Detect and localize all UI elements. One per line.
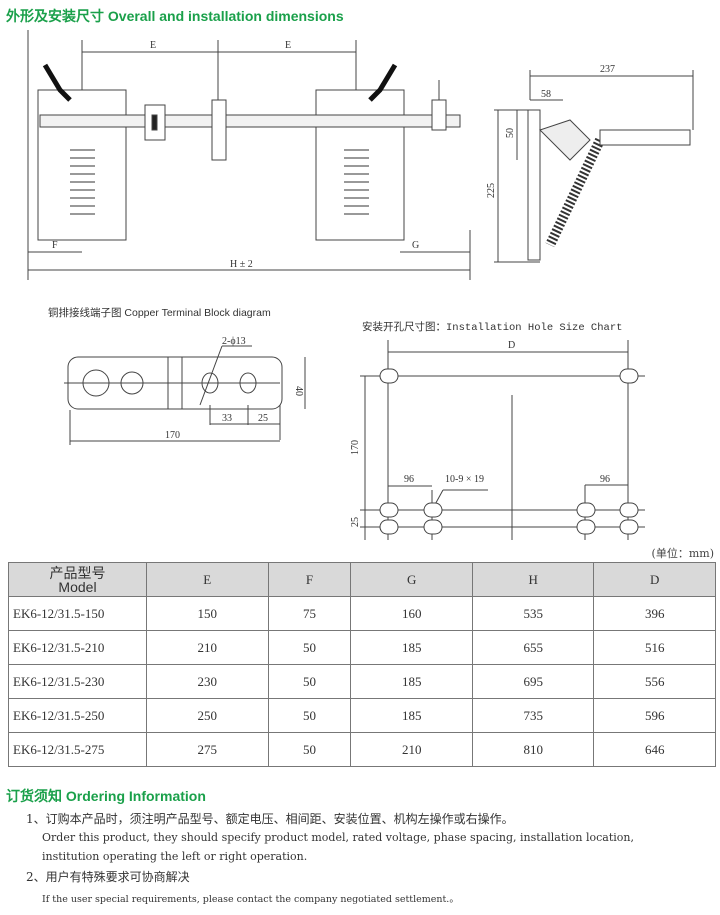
cell-model: EK6-12/31.5-210	[8, 630, 147, 665]
hole-spacing-96-right: 96	[600, 474, 610, 485]
unit-label: (单位：mm)	[651, 547, 714, 560]
dim-g: G	[412, 240, 419, 251]
cell-h: 655	[471, 630, 595, 665]
cell-h: 810	[471, 732, 595, 767]
cell-d: 556	[593, 664, 716, 699]
column-header-e: E	[146, 562, 269, 597]
terminal-dim-25: 25	[258, 413, 268, 424]
terminal-length-170: 170	[165, 430, 180, 441]
cell-e: 230	[146, 664, 269, 699]
dim-f: F	[52, 240, 58, 251]
terminal-diagram-title: 铜排接线端子图 Copper Terminal Block diagram	[48, 306, 271, 319]
model-header-cn: 产品型号	[49, 564, 106, 581]
ordering-item-1-en-line2: institution operating the left or right …	[42, 850, 308, 863]
section-title-dimensions: 外形及安装尺寸 Overall and installation dimensi…	[6, 8, 344, 24]
terminal-dim-33: 33	[222, 413, 232, 424]
cell-e: 150	[146, 596, 269, 631]
cell-g: 185	[350, 664, 473, 699]
side-view-drawing	[494, 70, 694, 263]
cell-d: 596	[593, 698, 716, 733]
cell-g: 185	[350, 630, 473, 665]
cell-f: 50	[267, 698, 352, 733]
cell-g: 210	[350, 732, 473, 767]
dim-58: 58	[541, 89, 551, 100]
dim-50: 50	[505, 128, 516, 138]
hole-dim-25: 25	[350, 517, 361, 527]
hole-chart-title: 安装开孔尺寸图：Installation Hole Size Chart	[362, 320, 622, 334]
cell-f: 50	[267, 664, 352, 699]
dim-225: 225	[486, 183, 497, 198]
dim-e-left: E	[150, 40, 156, 51]
ordering-item-1-en-line1: Order this product, they should specify …	[42, 831, 634, 844]
cell-f: 50	[267, 732, 352, 767]
dim-e-right: E	[285, 40, 291, 51]
cell-d: 516	[593, 630, 716, 665]
cell-e: 250	[146, 698, 269, 733]
column-header-g: G	[350, 562, 473, 597]
cell-h: 735	[471, 698, 595, 733]
cell-e: 210	[146, 630, 269, 665]
hole-spacing-96-left: 96	[404, 474, 414, 485]
cell-e: 275	[146, 732, 269, 767]
terminal-width-40: 40	[293, 386, 304, 396]
cell-f: 50	[267, 630, 352, 665]
cell-f: 75	[267, 596, 352, 631]
hole-dim-d: D	[508, 340, 515, 351]
cell-h: 695	[471, 664, 595, 699]
cell-model: EK6-12/31.5-275	[8, 732, 147, 767]
cell-model: EK6-12/31.5-150	[8, 596, 147, 631]
hole-dim-170: 170	[350, 440, 361, 455]
terminal-block-drawing	[64, 345, 306, 445]
cell-g: 160	[350, 596, 473, 631]
cell-model: EK6-12/31.5-250	[8, 698, 147, 733]
cell-d: 646	[593, 732, 716, 767]
column-header-d: D	[593, 562, 716, 597]
hole-chart-drawing	[360, 340, 645, 540]
technical-drawings: E E F G H ± 2 237 58 50 225 铜排接线端子图 Copp…	[27, 30, 694, 540]
ordering-item-1-cn: 1、订购本产品时，须注明产品型号、额定电压、相间距、安装位置、机构左操作或右操作…	[26, 812, 514, 826]
model-header-en: Model	[58, 578, 97, 595]
cell-h: 535	[471, 596, 595, 631]
cell-d: 396	[593, 596, 716, 631]
section-title-ordering: 订货须知 Ordering Information	[6, 788, 206, 804]
dim-h: H ± 2	[230, 259, 253, 270]
hole-size-label: 10-9 × 19	[445, 474, 484, 485]
ordering-item-2-en: If the user special requirements, please…	[42, 894, 459, 905]
front-view-drawing	[27, 30, 471, 280]
cell-g: 185	[350, 698, 473, 733]
cell-model: EK6-12/31.5-230	[8, 664, 147, 699]
column-header-f: F	[267, 562, 352, 597]
column-header-h: H	[471, 562, 595, 597]
ordering-item-2-cn: 2、用户有特殊要求可协商解决	[26, 870, 190, 884]
dim-237: 237	[600, 64, 615, 75]
terminal-hole-label: 2-ϕ13	[222, 336, 246, 347]
